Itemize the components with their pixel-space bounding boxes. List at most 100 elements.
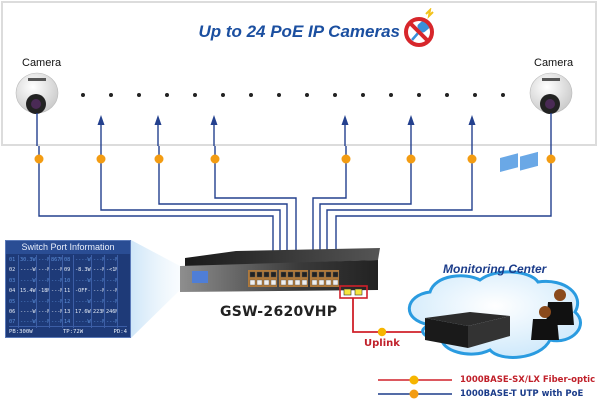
port-power: ----W (19, 265, 37, 276)
up-arrows (97, 115, 476, 146)
port-rx: ---M (50, 306, 63, 318)
rj45-port (301, 271, 308, 278)
up-arrow-icon (341, 115, 349, 146)
ellipsis-dot (165, 93, 169, 97)
port-tx: ---M (37, 265, 50, 276)
poe-badge (467, 154, 477, 164)
ellipsis-dot (445, 93, 449, 97)
ellipsis-dot (305, 93, 309, 97)
poe-badge (210, 154, 220, 164)
port-rx: ---M (50, 286, 63, 297)
port-power: 15.4W (19, 286, 37, 297)
rj45-port (318, 279, 325, 286)
port-number: 06 (8, 306, 19, 318)
port-power: -8.3W (74, 265, 92, 276)
up-arrow-icon (97, 115, 105, 146)
port-rx: ---M (105, 286, 118, 297)
ellipsis-dot (81, 93, 85, 97)
poe-cable (312, 146, 347, 256)
camera-label-left: Camera (22, 57, 62, 69)
rj45-port (280, 271, 287, 278)
port-power: ----W (19, 275, 37, 287)
port-tx: ---M (92, 255, 105, 266)
rj45-port (249, 271, 256, 278)
port-power: ----W (74, 275, 92, 287)
port-tx: ---M (37, 255, 50, 266)
port-number: 14 (63, 317, 74, 328)
port-tx: ---M (37, 317, 50, 328)
ellipsis-dot (389, 93, 393, 97)
port-number: 01 (8, 255, 19, 266)
rj45-port (287, 279, 294, 286)
ellipsis-dot (473, 93, 477, 97)
lcd-display (192, 271, 208, 283)
port-power: ----W (74, 317, 92, 328)
rj45-port (263, 271, 270, 278)
rj45-port (280, 279, 287, 286)
port-rx: ---M (105, 255, 118, 266)
nvr-recorder (425, 312, 510, 348)
rj45-port (301, 279, 308, 286)
port-tx: ---M (92, 296, 105, 307)
ellipsis-dot (193, 93, 197, 97)
port-rx: ---M (50, 317, 63, 328)
rj45-port (325, 279, 332, 286)
port-power: 17.6W (74, 306, 92, 318)
port-number: 12 (63, 296, 74, 307)
port-rx: 246M (105, 306, 118, 318)
poe-badge (341, 154, 351, 164)
ellipsis-dot (417, 93, 421, 97)
port-power: ----W (19, 306, 37, 318)
rj45-port (263, 279, 270, 286)
port-rx: ---M (50, 275, 63, 287)
legend-poe-label: 1000BASE-T UTP with PoE (460, 389, 584, 399)
rj45-port (311, 271, 318, 278)
port-rx: ---M (105, 317, 118, 328)
port-number: 04 (8, 286, 19, 297)
operator-head (554, 289, 566, 301)
rj45-port (256, 279, 263, 286)
fiber-badge (377, 327, 387, 337)
ellipsis-dot (221, 93, 225, 97)
port-tx: 223M (92, 306, 105, 318)
port-power: ----W (19, 317, 37, 328)
port-tx: ---M (92, 317, 105, 328)
monitor-screen (500, 153, 518, 173)
port-tx: ---M (92, 275, 105, 287)
port-number: 03 (8, 275, 19, 287)
port-tx: ---M (37, 275, 50, 287)
port-rx: 867M (50, 255, 63, 266)
port-group (279, 270, 308, 287)
ellipsis-dot (333, 93, 337, 97)
poe-cable (214, 146, 297, 256)
port-tx: -18M (37, 286, 50, 297)
poe-badge (154, 154, 164, 164)
rj45-ports (248, 270, 339, 287)
poe-badge (546, 154, 556, 164)
poe-cable (335, 146, 552, 256)
rj45-port (294, 271, 301, 278)
rj45-port (287, 271, 294, 278)
camera-label-right: Camera (534, 57, 574, 69)
poe-cables (34, 113, 556, 256)
sfp-port (343, 288, 352, 296)
port-rx: -<1M (105, 265, 118, 276)
port-number: 02 (8, 265, 19, 276)
port-rx: ---M (50, 265, 63, 276)
camera-right (529, 72, 573, 114)
port-number: 07 (8, 317, 19, 328)
ellipsis-dot (109, 93, 113, 97)
legend-fiber (378, 375, 452, 385)
monitoring-center-label: Monitoring Center (443, 262, 547, 276)
total-power: TP:72W (62, 329, 84, 335)
port-power: ----W (74, 296, 92, 307)
up-arrow-icon (407, 115, 415, 146)
ellipsis-dots (81, 93, 505, 97)
